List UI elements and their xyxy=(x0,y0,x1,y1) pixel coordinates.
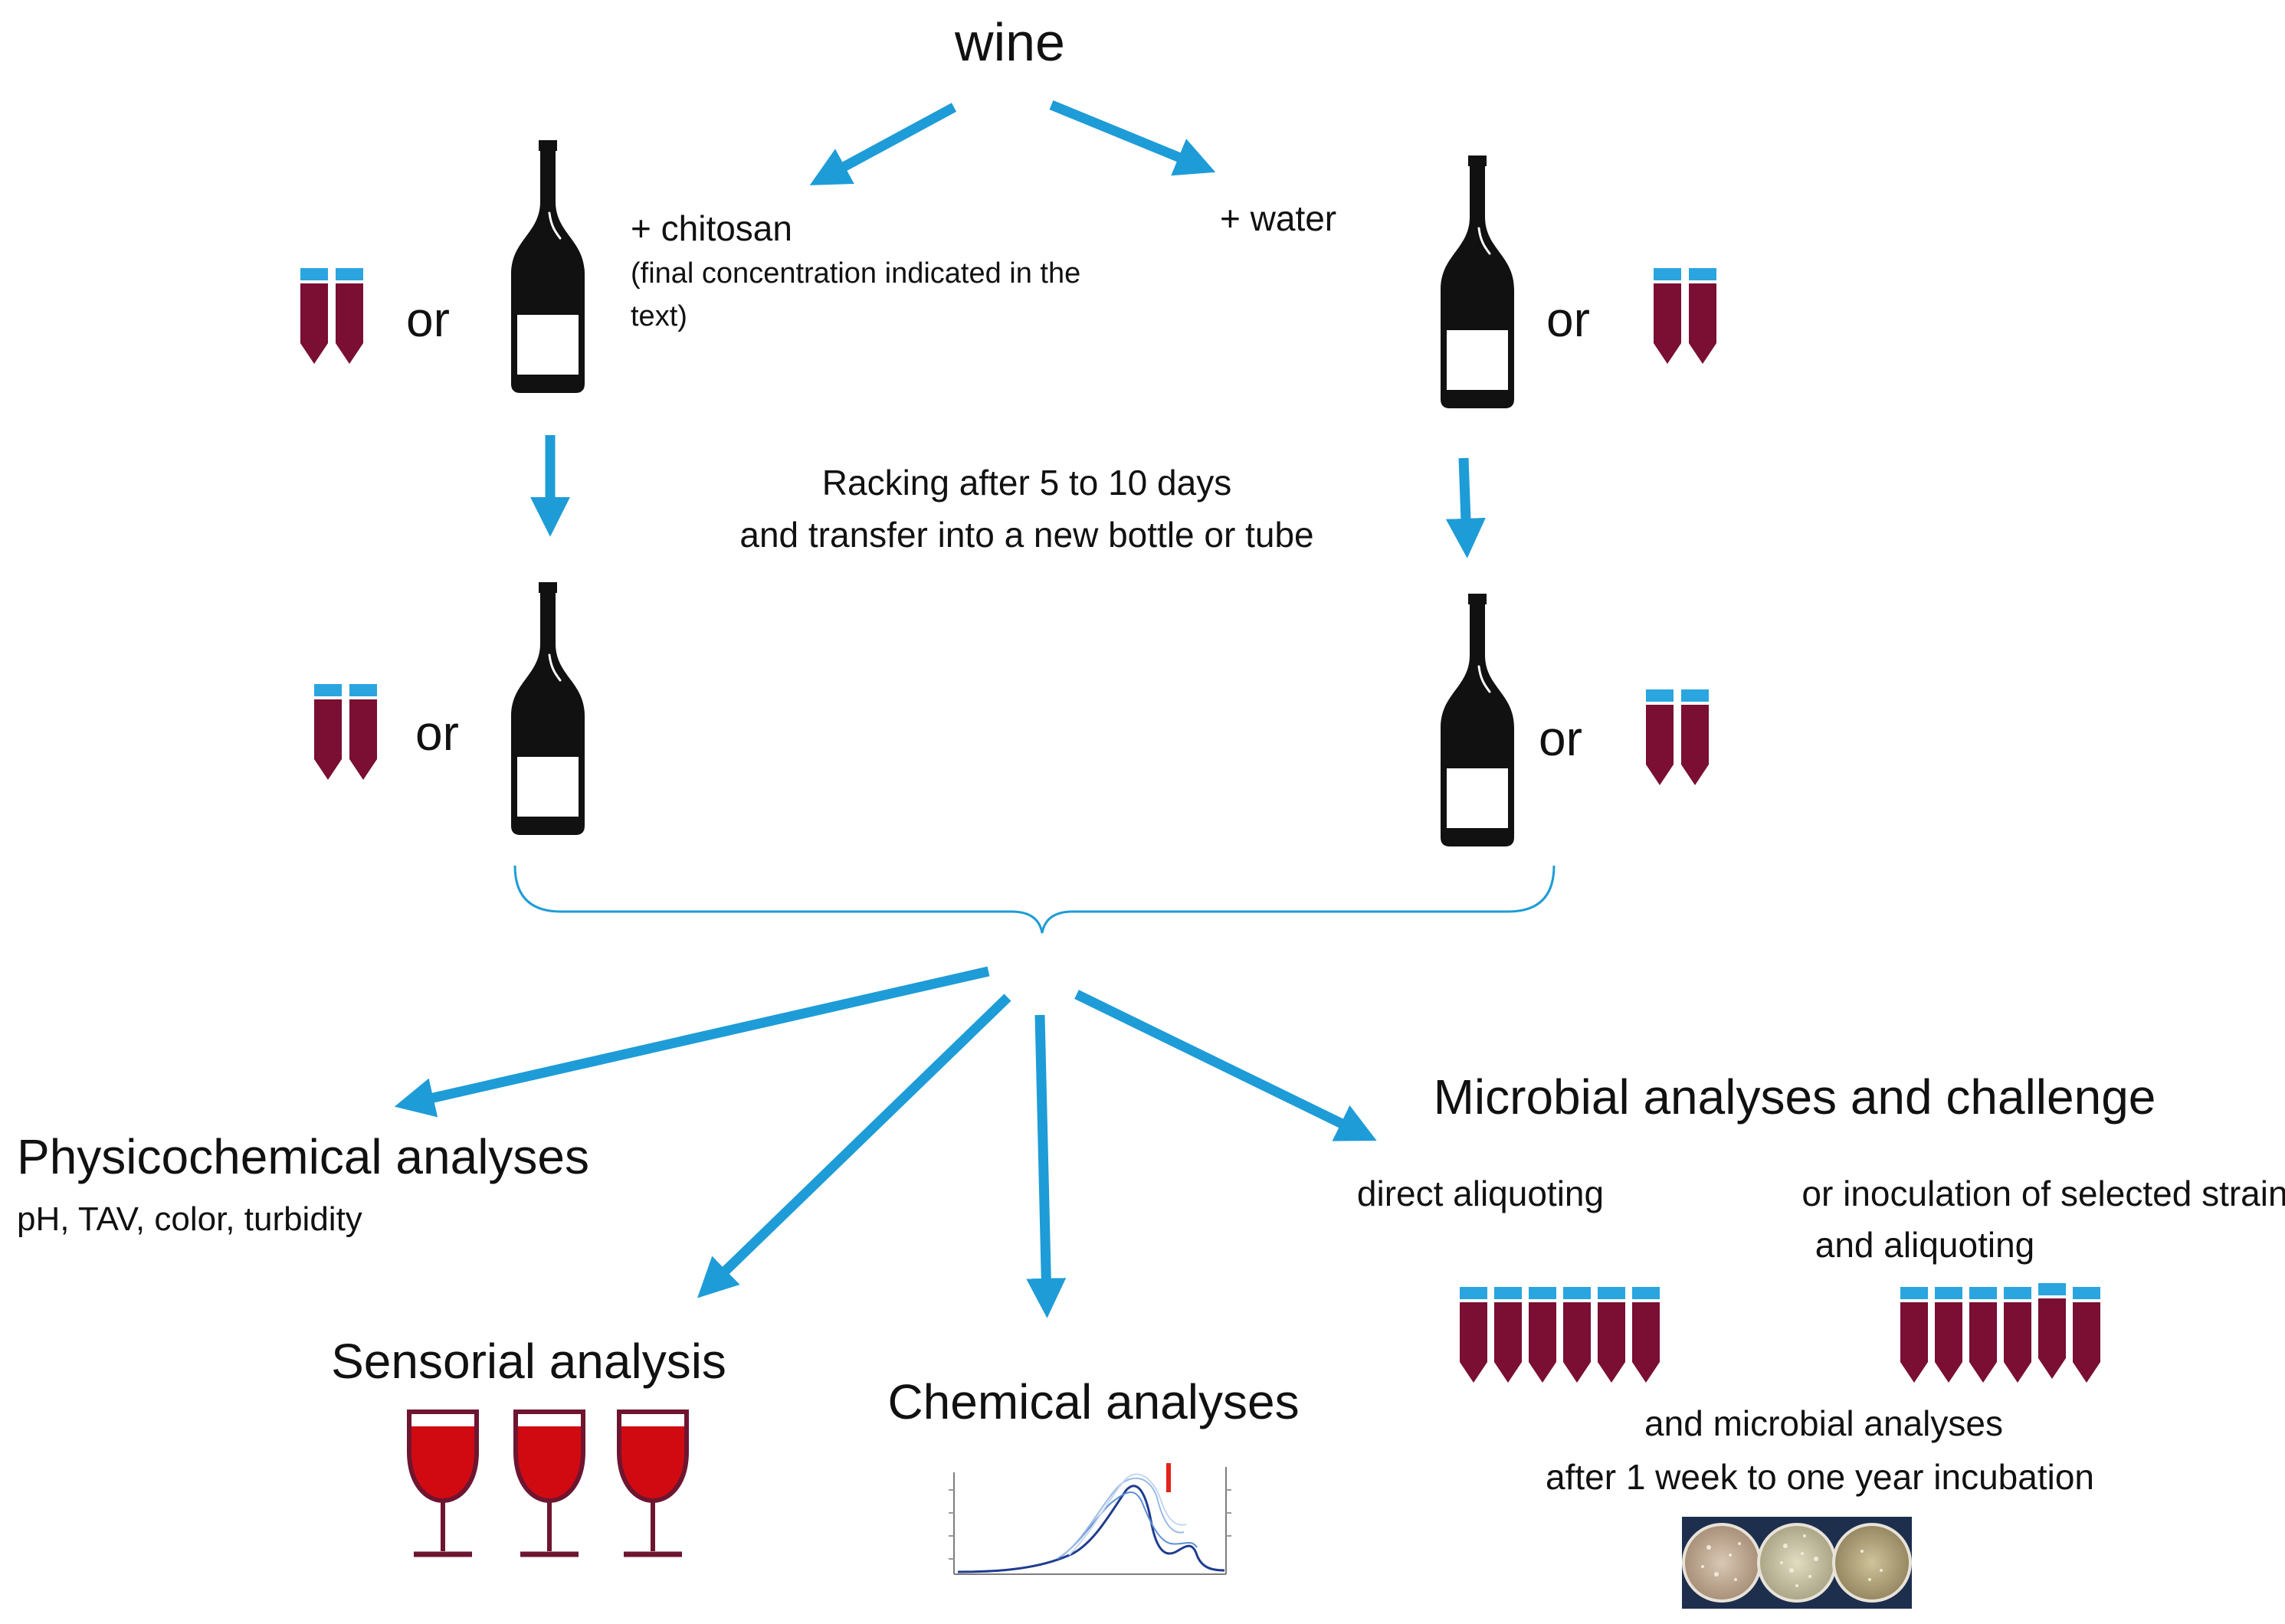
physicochemical-title: Physicochemical analyses xyxy=(17,1129,589,1184)
microbial-option-inoculation-line1: or inoculation of selected strains xyxy=(1801,1174,2285,1213)
microbial-title: Microbial analyses and challenge xyxy=(1433,1069,2156,1125)
microbial-option-inoculation-line2: and aliquoting xyxy=(1815,1225,2035,1265)
arrows-bottom xyxy=(394,966,1377,1318)
tubes-pair-bottom-right xyxy=(1646,689,1709,785)
tubes-pair-bottom-left xyxy=(314,684,377,780)
wine-glass-3 xyxy=(619,1412,687,1554)
arrow-to-microbial xyxy=(1074,990,1377,1141)
arrow-wine-to-chitosan xyxy=(809,103,957,185)
or-bottom-left: or xyxy=(415,706,459,761)
arrow-to-chemical xyxy=(1026,1014,1067,1318)
wine-title: wine xyxy=(955,12,1065,72)
chemical-title: Chemical analyses xyxy=(887,1374,1300,1429)
bottle-top-left xyxy=(510,140,586,393)
tubes-pair-top-right xyxy=(1654,268,1716,364)
or-bottom-right: or xyxy=(1539,711,1582,766)
bottle-bottom-left xyxy=(510,582,586,835)
physicochemical-subtitle: pH, TAV, color, turbidity xyxy=(17,1200,362,1238)
microbial-tubes-direct xyxy=(1460,1287,1660,1383)
racking-line1: Racking after 5 to 10 days xyxy=(821,463,1232,503)
or-top-left: or xyxy=(406,292,450,347)
microbial-followup-line1: and microbial analyses xyxy=(1644,1403,2003,1443)
sensorial-title: Sensorial analysis xyxy=(331,1334,726,1389)
microbial-tubes-inoculated xyxy=(1900,1283,2100,1383)
wine-glass-1 xyxy=(409,1412,477,1554)
arrow-wine-to-water xyxy=(1049,100,1216,176)
chromatogram-thumbnail xyxy=(949,1463,1231,1575)
chitosan-note-line1: (final concentration indicated in the xyxy=(631,257,1081,290)
arrow-to-physicochemical xyxy=(394,966,990,1118)
or-top-right: or xyxy=(1546,292,1590,347)
microbial-option-direct: direct aliquoting xyxy=(1356,1174,1605,1213)
microbial-followup-line2: after 1 week to one year incubation xyxy=(1545,1457,2095,1497)
chitosan-label: + chitosan xyxy=(631,208,792,248)
tubes-pair-top-left xyxy=(300,268,363,364)
arrow-to-sensorial xyxy=(697,994,1011,1298)
bottle-top-right xyxy=(1439,156,1516,408)
arrow-right-racking xyxy=(1445,457,1486,558)
wine-glass-2 xyxy=(516,1412,583,1554)
bottle-bottom-right xyxy=(1439,594,1516,846)
chitosan-note-line2: text) xyxy=(631,300,687,332)
arrows-top xyxy=(530,100,1486,558)
racking-line2: and transfer into a new bottle or tube xyxy=(739,515,1314,555)
grouping-brace xyxy=(513,865,1556,934)
water-label: + water xyxy=(1220,198,1337,238)
petri-dishes-photo xyxy=(1682,1517,1912,1609)
